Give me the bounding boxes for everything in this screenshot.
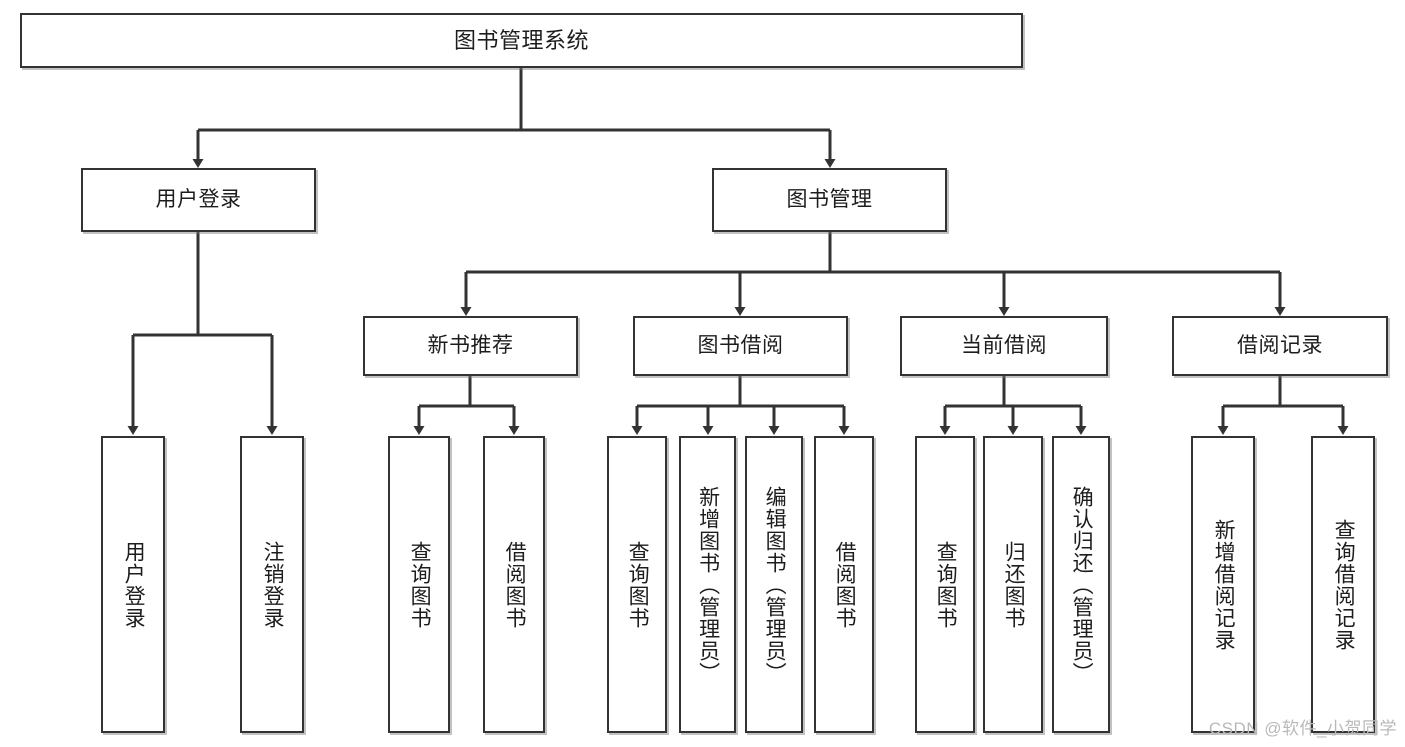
leaf-query-book-current[interactable]: 查询图书 xyxy=(915,436,975,733)
leaf-logout[interactable]: 注销登录 xyxy=(240,436,304,733)
leaf-borrow-book-borrow-label: 借阅图书 xyxy=(833,540,857,629)
leaf-add-borrow-record[interactable]: 新增借阅记录 xyxy=(1191,436,1255,733)
leaf-edit-book-admin-label: 编辑图书（管理员） xyxy=(763,485,787,684)
node-book-borrow-label: 图书借阅 xyxy=(697,333,784,357)
leaf-add-book-admin-label: 新增图书（管理员） xyxy=(696,485,720,684)
leaf-borrow-book-newbook-label: 借阅图书 xyxy=(503,540,527,629)
leaf-confirm-return-admin[interactable]: 确认归还（管理员） xyxy=(1052,436,1110,733)
node-user-login-label: 用户登录 xyxy=(155,187,242,211)
node-book-management[interactable]: 图书管理 xyxy=(712,168,947,232)
node-root[interactable]: 图书管理系统 xyxy=(20,13,1023,68)
node-new-book-recommend-label: 新书推荐 xyxy=(427,333,514,357)
leaf-confirm-return-admin-label: 确认归还（管理员） xyxy=(1070,485,1094,684)
node-user-login[interactable]: 用户登录 xyxy=(81,168,316,232)
leaf-edit-book-admin[interactable]: 编辑图书（管理员） xyxy=(745,436,803,733)
node-book-borrow[interactable]: 图书借阅 xyxy=(633,316,848,376)
leaf-user-login-label: 用户登录 xyxy=(122,540,146,629)
leaf-user-login[interactable]: 用户登录 xyxy=(101,436,165,733)
leaf-borrow-book-newbook[interactable]: 借阅图书 xyxy=(483,436,545,733)
leaf-add-borrow-record-label: 新增借阅记录 xyxy=(1212,518,1236,651)
leaf-query-borrow-record-label: 查询借阅记录 xyxy=(1332,518,1356,651)
leaf-query-book-newbook-label: 查询图书 xyxy=(408,540,432,629)
node-borrow-record[interactable]: 借阅记录 xyxy=(1172,316,1388,376)
node-current-borrow[interactable]: 当前借阅 xyxy=(900,316,1108,376)
leaf-query-book-borrow-label: 查询图书 xyxy=(626,540,650,629)
leaf-query-book-current-label: 查询图书 xyxy=(934,540,958,629)
leaf-query-book-newbook[interactable]: 查询图书 xyxy=(388,436,450,733)
leaf-return-book[interactable]: 归还图书 xyxy=(983,436,1043,733)
leaf-borrow-book-borrow[interactable]: 借阅图书 xyxy=(814,436,874,733)
leaf-query-book-borrow[interactable]: 查询图书 xyxy=(607,436,667,733)
node-book-management-label: 图书管理 xyxy=(786,187,873,211)
node-current-borrow-label: 当前借阅 xyxy=(961,333,1047,357)
leaf-query-borrow-record[interactable]: 查询借阅记录 xyxy=(1311,436,1375,733)
watermark: CSDN @软件_小贺同学 xyxy=(1208,719,1397,738)
node-new-book-recommend[interactable]: 新书推荐 xyxy=(363,316,578,376)
leaf-return-book-label: 归还图书 xyxy=(1002,540,1026,629)
node-borrow-record-label: 借阅记录 xyxy=(1237,333,1323,357)
node-root-label: 图书管理系统 xyxy=(453,27,589,53)
leaf-logout-label: 注销登录 xyxy=(261,540,285,629)
leaf-add-book-admin[interactable]: 新增图书（管理员） xyxy=(679,436,736,733)
